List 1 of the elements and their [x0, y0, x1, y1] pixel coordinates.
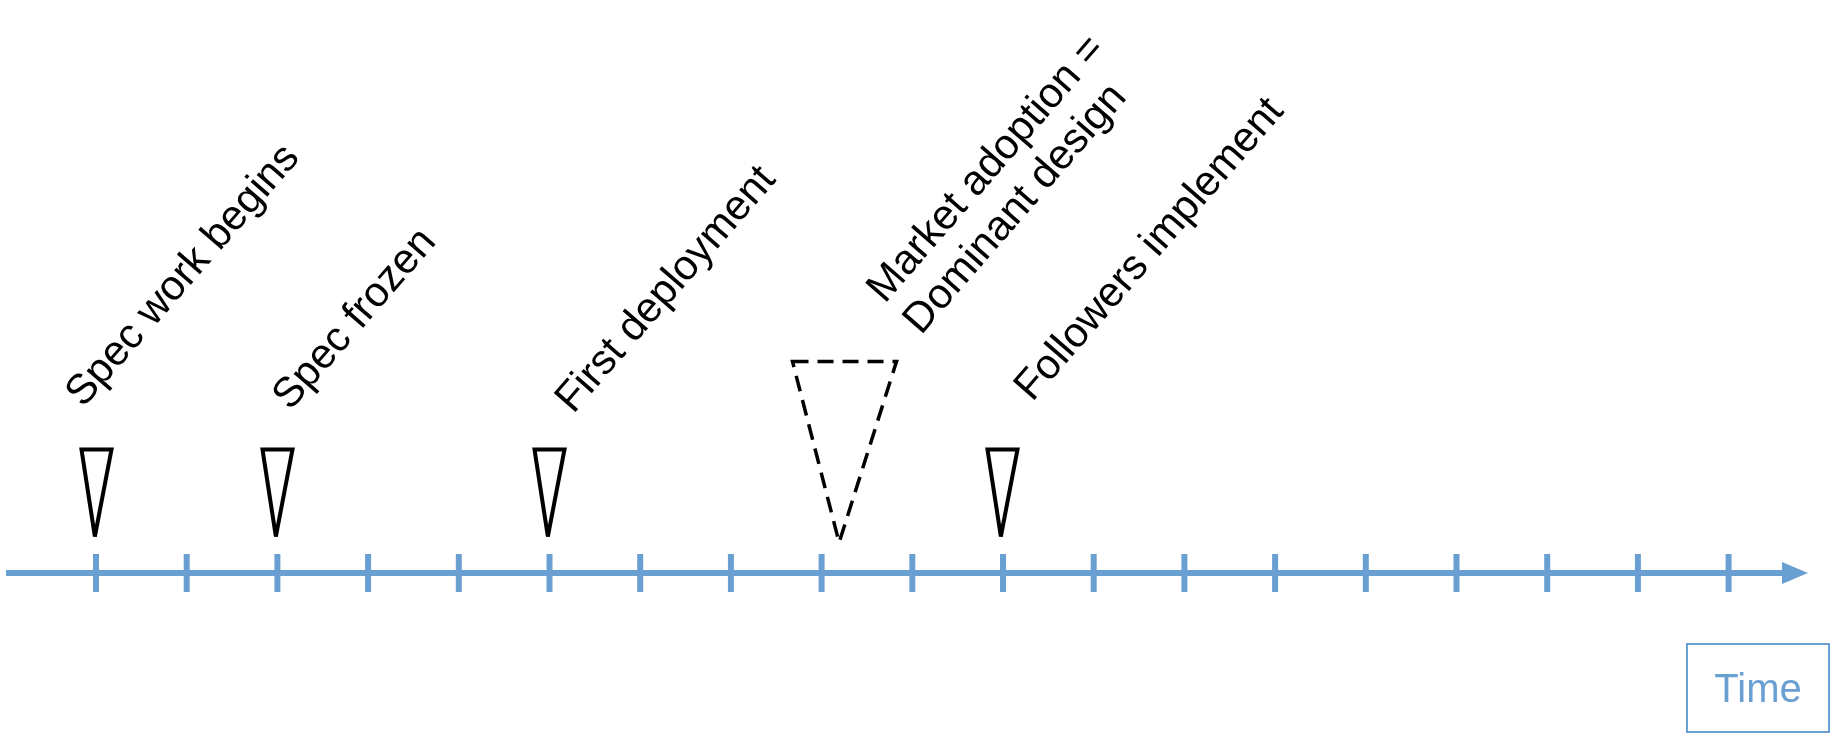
- axis-title: Time: [1714, 665, 1802, 711]
